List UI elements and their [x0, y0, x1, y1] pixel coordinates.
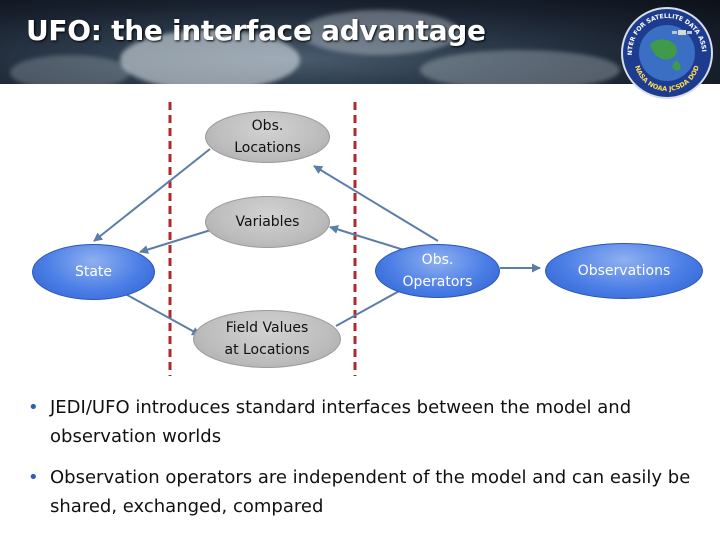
- diagram-connectors: [93, 102, 541, 376]
- cloud-decoration: [300, 10, 460, 55]
- arrow-obsoperators-to-variables: [329, 225, 405, 251]
- slide-title: UFO: the interface advantage: [26, 14, 486, 47]
- cloud-decoration: [420, 50, 620, 84]
- bullet-dot-icon: •: [28, 397, 39, 418]
- cloud-decoration: [10, 55, 130, 84]
- node-variables: Variables: [205, 196, 330, 248]
- node-variables-label: Variables: [235, 214, 300, 230]
- node-state: State: [32, 244, 155, 300]
- arrow-obslocations-to-state: [93, 148, 211, 242]
- arrow-obsoperators-to-obslocations: [313, 165, 439, 242]
- node-state-label: State: [74, 264, 113, 280]
- bullet-dot-icon: •: [28, 467, 39, 488]
- node-field-values-line1: Field Values: [225, 320, 309, 336]
- node-obs-operators-line1: Obs.: [421, 252, 454, 268]
- arrow-state-to-fieldvalues: [119, 290, 201, 336]
- header-banner: UFO: the interface advantage: [0, 0, 720, 84]
- node-obs-operators: Obs. Operators: [375, 244, 500, 298]
- node-obs-locations: Obs. Locations: [205, 111, 330, 163]
- node-obs-locations-line2: Locations: [234, 140, 301, 156]
- cloud-decoration: [120, 30, 300, 84]
- bullet-item: • Observation operators are independent …: [26, 463, 706, 521]
- bullet-text: Observation operators are independent of…: [50, 467, 691, 517]
- bullet-text: JEDI/UFO introduces standard interfaces …: [50, 397, 632, 447]
- interface-diagram: Obs. Locations Variables State Obs. Operat…: [0, 84, 720, 384]
- arrow-variables-to-state: [139, 228, 215, 254]
- bullet-item: • JEDI/UFO introduces standard interface…: [26, 393, 706, 451]
- jcsda-logo: JOINT CENTER FOR SATELLITE DATA ASSIMILA…: [620, 6, 713, 99]
- node-field-values-line2: at Locations: [224, 342, 310, 358]
- bullet-list: • JEDI/UFO introduces standard interface…: [26, 393, 706, 533]
- node-obs-operators-line2: Operators: [402, 274, 473, 290]
- node-field-values: Field Values at Locations: [193, 310, 341, 368]
- node-observations-label: Observations: [577, 263, 671, 279]
- node-obs-locations-line1: Obs.: [251, 118, 284, 134]
- node-observations: Observations: [545, 243, 703, 299]
